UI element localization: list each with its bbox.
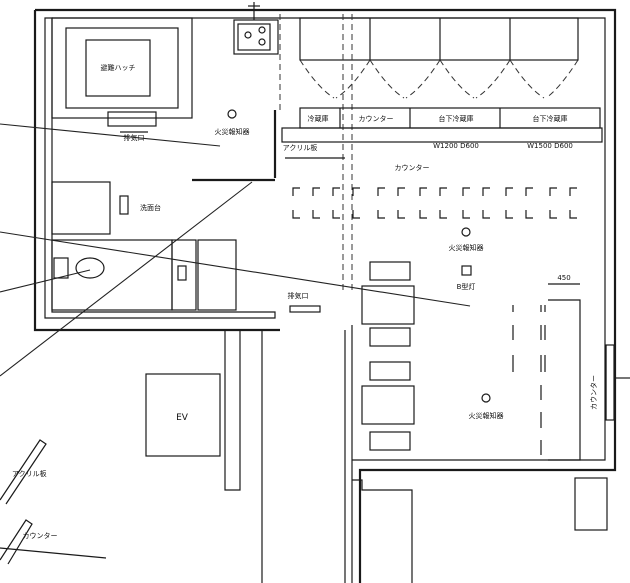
hatch-door bbox=[107, 111, 157, 127]
table bbox=[361, 385, 415, 425]
left-outer-wall bbox=[33, 10, 280, 332]
right-counter bbox=[548, 299, 581, 461]
burner-icon bbox=[258, 38, 266, 46]
dim-b-label: W1500 D600 bbox=[527, 142, 573, 150]
toilet-icon bbox=[75, 257, 105, 279]
lower-right-wall bbox=[352, 479, 413, 583]
counter-bottom-label: カウンター bbox=[23, 531, 58, 540]
left-partial-label: アクリル板 bbox=[12, 469, 47, 478]
table bbox=[361, 285, 415, 325]
door-swing bbox=[335, 59, 371, 99]
cabinet-d-label: 台下冷蔵庫 bbox=[533, 114, 568, 123]
dim-row bbox=[281, 127, 603, 143]
left-partial-panel bbox=[0, 519, 33, 565]
door-swing bbox=[475, 59, 511, 99]
cabinet-c-label: 台下冷蔵庫 bbox=[439, 114, 474, 123]
exhaust-mid-label: 排気口 bbox=[288, 291, 309, 300]
stool bbox=[369, 361, 411, 381]
stool bbox=[369, 327, 411, 347]
fire-sensor-icon bbox=[461, 227, 471, 237]
hatch-frame bbox=[65, 27, 179, 109]
sink bbox=[237, 23, 271, 51]
cabinet-b-label: カウンター bbox=[359, 114, 394, 123]
seat-row-upper bbox=[292, 187, 577, 196]
closet bbox=[171, 239, 197, 311]
cabinet-a-label: 冷蔵庫 bbox=[308, 114, 329, 123]
stool bbox=[369, 261, 411, 281]
burner-icon bbox=[244, 31, 252, 39]
closet-fixture bbox=[177, 265, 187, 281]
burner-icon bbox=[258, 26, 266, 34]
door-swing bbox=[545, 59, 579, 99]
sink-cabinet bbox=[233, 19, 279, 55]
stool bbox=[369, 431, 411, 451]
room-box bbox=[197, 239, 237, 311]
door-swing bbox=[509, 59, 545, 99]
leader-line bbox=[0, 269, 91, 293]
lower-wall bbox=[224, 330, 241, 491]
door-swing bbox=[439, 59, 475, 99]
dim-450-label: 450 bbox=[557, 274, 570, 282]
small-sign-icon bbox=[119, 195, 129, 215]
counter-right-label: カウンター bbox=[589, 375, 598, 410]
storage-room bbox=[51, 181, 111, 235]
leader-line bbox=[0, 231, 471, 307]
toilet-tank bbox=[53, 257, 69, 279]
acrylic-label: アクリル板 bbox=[283, 143, 318, 152]
door-swing bbox=[369, 59, 405, 99]
counter-edge bbox=[0, 547, 107, 559]
door-swing bbox=[405, 59, 441, 99]
dim-a-label: W1200 D600 bbox=[433, 142, 479, 150]
spot-light-icon bbox=[461, 265, 472, 276]
spot-label: B型灯 bbox=[457, 282, 476, 291]
fire-sensor-icon bbox=[481, 393, 491, 403]
top-inner-wall bbox=[52, 17, 606, 461]
upper-cabinet-row bbox=[299, 17, 579, 61]
outer-wall bbox=[35, 8, 617, 583]
exhaust-vent bbox=[289, 305, 321, 313]
small-sign-label: 洗面台 bbox=[140, 203, 161, 212]
ev-label: EV bbox=[176, 413, 189, 423]
seat-row-lower bbox=[292, 210, 577, 219]
utility-box bbox=[574, 477, 608, 531]
left-partial-panel bbox=[0, 439, 47, 505]
leader-line bbox=[0, 123, 221, 147]
door-swing bbox=[299, 59, 335, 99]
fire-sensor-icon bbox=[227, 109, 237, 119]
counter-mid-label: カウンター bbox=[395, 163, 430, 172]
evacuation-hatch bbox=[85, 39, 151, 97]
right-window bbox=[605, 344, 615, 421]
sensor-mid-label: 火災報知器 bbox=[449, 243, 484, 252]
hatch-label: 避難ハッチ bbox=[101, 63, 136, 72]
leader-line bbox=[0, 181, 253, 377]
seat-column-right bbox=[512, 305, 546, 455]
sensor-low-label: 火災報知器 bbox=[469, 411, 504, 420]
sensor-top-label: 火災報知器 bbox=[215, 127, 250, 136]
hatch-room bbox=[51, 17, 193, 119]
elevator bbox=[145, 373, 221, 457]
